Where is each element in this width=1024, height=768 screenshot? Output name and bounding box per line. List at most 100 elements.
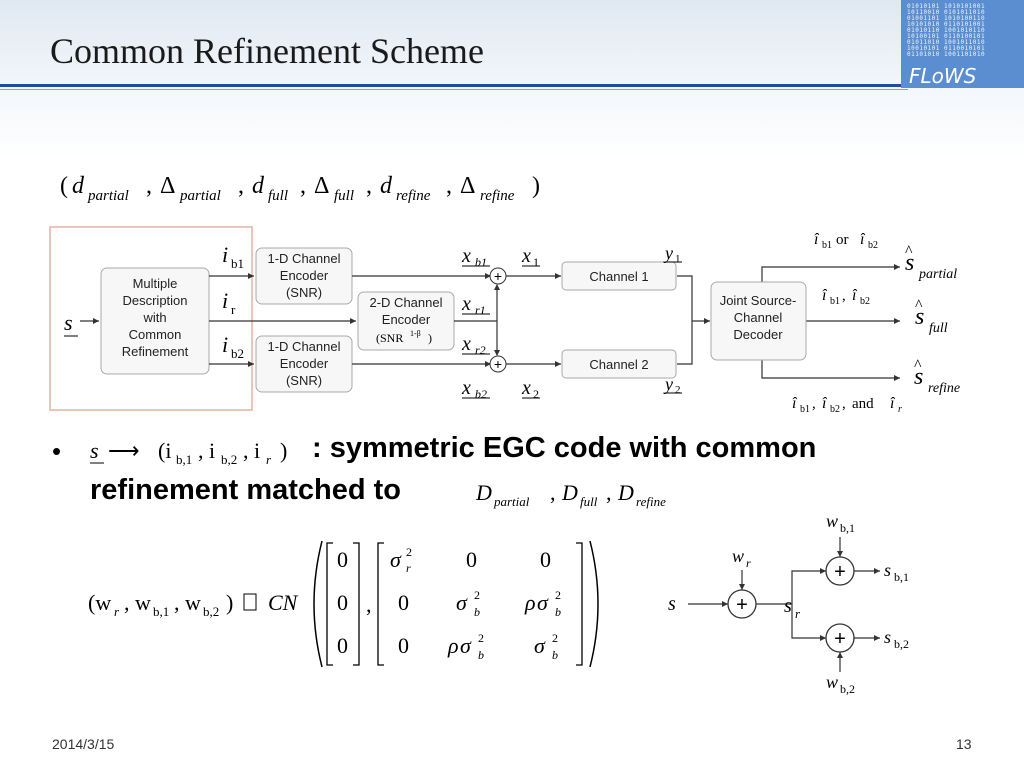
- svg-text:^: ^: [905, 243, 913, 260]
- svg-text:r: r: [114, 604, 120, 619]
- svg-text:+: +: [834, 561, 846, 583]
- svg-text:and: and: [852, 396, 874, 412]
- header-background: [0, 0, 1024, 160]
- bullet-line-1: : symmetric EGC code with common: [312, 432, 817, 464]
- svg-text:Channel 2: Channel 2: [589, 357, 648, 372]
- svg-text:σ: σ: [534, 633, 546, 658]
- svg-text:i: i: [222, 332, 228, 357]
- svg-text:s: s: [905, 250, 914, 276]
- svg-text:, i: , i: [198, 438, 215, 463]
- svg-text:D: D: [475, 480, 492, 505]
- svg-text:Encoder: Encoder: [382, 312, 431, 327]
- svg-text:(SNR: (SNR: [376, 331, 403, 345]
- svg-text:s: s: [784, 595, 792, 617]
- block-diagram: Multiple Description with Common Refinem…: [49, 226, 960, 415]
- svg-text:0: 0: [398, 590, 409, 615]
- md-box-label: Multiple Description with Common Refinem…: [122, 276, 189, 359]
- svg-text:r: r: [231, 302, 236, 317]
- svg-text:2: 2: [555, 588, 561, 602]
- bullet-marker: •: [52, 436, 62, 466]
- logo-binary-pattern: 01010101 1010101001 10110010 0101011010 …: [907, 3, 986, 58]
- svg-text:+: +: [494, 268, 502, 284]
- svg-text:b1: b1: [231, 256, 244, 271]
- svg-text:2: 2: [478, 631, 484, 645]
- channel-1-box: [561, 261, 677, 291]
- svg-text:s: s: [884, 627, 891, 647]
- svg-text:2: 2: [533, 387, 539, 401]
- tuple-comma5: ,: [446, 173, 452, 199]
- svg-text:,: ,: [366, 592, 372, 617]
- svg-text:): ): [226, 590, 233, 615]
- svg-text:Channel 1: Channel 1: [589, 269, 648, 284]
- svg-text:partial: partial: [918, 267, 957, 282]
- svg-text:x: x: [521, 377, 531, 399]
- input-s: s: [64, 310, 73, 335]
- svg-text:ρ: ρ: [524, 590, 536, 615]
- svg-text:0: 0: [337, 633, 348, 658]
- encoder-region-frame: [49, 226, 253, 411]
- sum-node-bottom: [489, 355, 507, 373]
- svg-text:s: s: [668, 593, 676, 615]
- svg-text:Decoder: Decoder: [733, 327, 783, 342]
- tree-sum-b2: [825, 623, 855, 653]
- svg-text:x: x: [461, 377, 471, 399]
- svg-text:Multiple: Multiple: [133, 276, 178, 291]
- missing-glyph-box: [243, 593, 257, 611]
- tree-sum-b1: [825, 556, 855, 586]
- svg-text:1-D Channel: 1-D Channel: [268, 339, 341, 354]
- svg-text:D: D: [617, 480, 634, 505]
- tuple-d2: d: [252, 173, 265, 199]
- svg-text:b: b: [474, 605, 480, 619]
- channel-2-box: [561, 349, 677, 379]
- svg-text:b,2: b,2: [221, 452, 237, 467]
- svg-text:⟶: ⟶: [108, 438, 140, 463]
- svg-text:w: w: [732, 546, 744, 566]
- svg-text:b: b: [478, 648, 484, 662]
- svg-text:y: y: [663, 374, 673, 394]
- title-underline-thin: [0, 89, 908, 90]
- svg-text:b,2: b,2: [203, 604, 219, 619]
- svg-text:σ: σ: [456, 590, 468, 615]
- tuple-delta1: Δ: [160, 173, 175, 199]
- svg-text:b: b: [552, 648, 558, 662]
- svg-text:0: 0: [466, 547, 477, 572]
- svg-text:b2: b2: [868, 240, 878, 251]
- svg-text:r: r: [746, 556, 751, 570]
- tuple-comma2: ,: [238, 173, 244, 199]
- svg-text:î: î: [852, 287, 858, 304]
- encoder-bottom-box: [255, 335, 353, 393]
- svg-text:b,1: b,1: [894, 570, 909, 584]
- tuple-sub-refine2: refine: [480, 188, 515, 204]
- svg-text:b,1: b,1: [840, 521, 855, 535]
- footer-date: 2014/3/15: [52, 736, 115, 752]
- svg-text:î: î: [792, 395, 798, 412]
- svg-text:y: y: [663, 243, 673, 263]
- svg-text:+: +: [736, 594, 748, 616]
- svg-text:b: b: [555, 605, 561, 619]
- svg-text:s: s: [914, 364, 923, 390]
- svg-text:î: î: [890, 395, 896, 412]
- svg-text:Encoder: Encoder: [280, 356, 329, 371]
- svg-text:r: r: [266, 452, 272, 467]
- svg-text:): ): [428, 331, 432, 345]
- svg-text:r: r: [898, 404, 902, 415]
- svg-text:0: 0: [337, 547, 348, 572]
- svg-text:w: w: [826, 672, 838, 692]
- distortion-tuple: ( d partial , Δ partial , d full , Δ ful…: [60, 173, 540, 204]
- svg-text:full: full: [929, 321, 948, 336]
- svg-text:0: 0: [540, 547, 551, 572]
- svg-text:b2: b2: [830, 404, 840, 415]
- svg-text:i: i: [222, 242, 228, 267]
- tuple-d1: d: [72, 173, 85, 199]
- svg-text:b,2: b,2: [894, 637, 909, 651]
- svg-text:σ: σ: [460, 633, 472, 658]
- tuple-comma4: ,: [366, 173, 372, 199]
- svg-text:,: ,: [812, 396, 816, 412]
- tuple-open-paren: (: [60, 173, 68, 199]
- tuple-sub-partial1: partial: [87, 188, 129, 204]
- svg-text:(SNR): (SNR): [286, 373, 322, 388]
- tuple-comma1: ,: [146, 173, 152, 199]
- tuple-delta2: Δ: [314, 173, 329, 199]
- svg-text:, w: , w: [174, 590, 201, 615]
- svg-text:r: r: [795, 606, 801, 621]
